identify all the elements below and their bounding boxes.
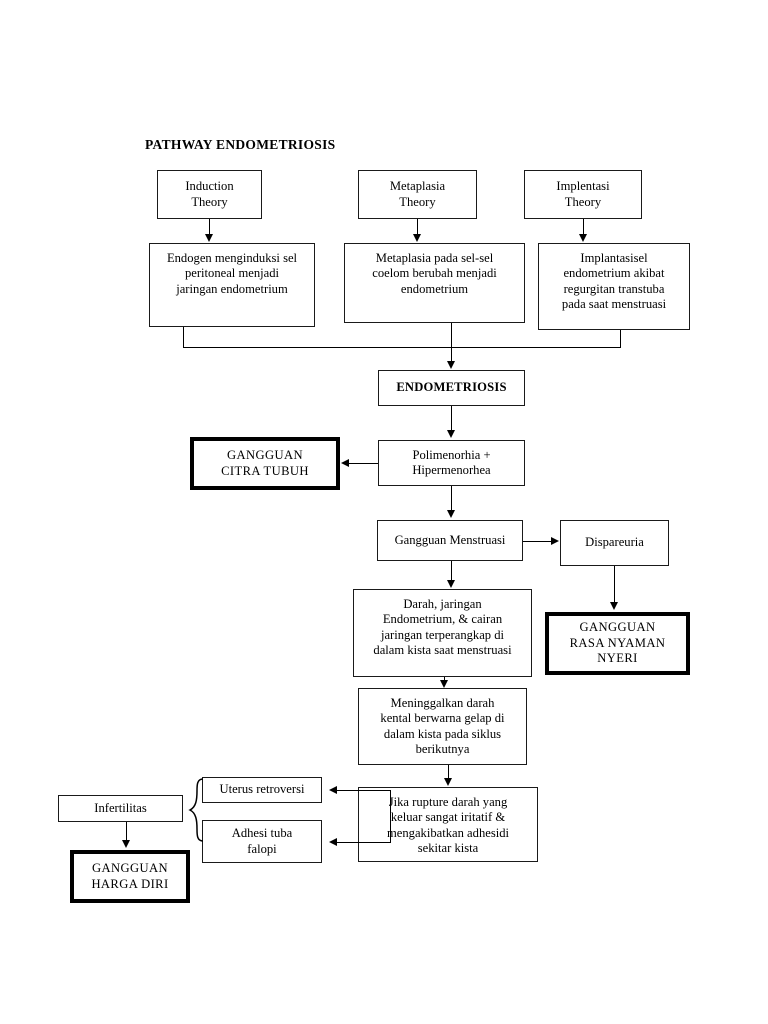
node-meninggalkan-darah: Meninggalkan darah kental berwarna gelap… (358, 688, 527, 765)
node-metaplasia-theory: Metaplasia Theory (358, 170, 477, 219)
node-endometriosis-label: ENDOMETRIOSIS (396, 380, 507, 395)
node-dispareuria: Dispareuria (560, 520, 669, 566)
node-gangguan-rasa-nyaman-nyeri: GANGGUAN RASA NYAMAN NYERI (545, 612, 690, 675)
node-implantasisel: Implantasisel endometrium akibat regurgi… (538, 243, 690, 330)
edge-polimenorhia-to-menstruasi (451, 486, 452, 511)
edge-darah-to-meninggalkan (444, 677, 445, 682)
edge-metaplasia-to-body (417, 219, 418, 235)
node-gangguan-citra-tubuh: GANGGUAN CITRA TUBUH (190, 437, 340, 490)
edge-endometriosis-to-polimenorhia (451, 406, 452, 431)
node-darah-jaringan: Darah, jaringan Endometrium, & cairan ja… (353, 589, 532, 677)
node-jika-rupture-label: Jika rupture darah yang keluar sangat ir… (386, 795, 510, 856)
node-jika-rupture: Jika rupture darah yang keluar sangat ir… (358, 787, 538, 862)
edge-merge-bus (183, 347, 620, 348)
curly-brace-grouping (182, 777, 204, 843)
node-implentasi-theory-label: Implentasi Theory (556, 179, 610, 209)
arrow-meninggalkan-to-rupture-head (444, 778, 452, 786)
node-endometriosis: ENDOMETRIOSIS (378, 370, 525, 406)
edge-infertilitas-to-harga-diri (126, 822, 127, 841)
edge-menstruasi-to-darah (451, 561, 452, 581)
node-infertilitas: Infertilitas (58, 795, 183, 822)
arrow-induction-to-endogen-head (205, 234, 213, 242)
edge-meninggalkan-to-rupture (448, 765, 449, 779)
arrow-to-endometriosis-head (447, 361, 455, 369)
edge-endogen-drop (183, 327, 184, 347)
node-gangguan-harga-diri: GANGGUAN HARGA DIRI (70, 850, 190, 903)
edge-implantasisel-drop (620, 330, 621, 348)
node-uterus-retroversi: Uterus retroversi (202, 777, 322, 803)
node-induction-theory-label: Induction Theory (185, 179, 234, 209)
node-gangguan-rasa-nyaman-nyeri-label: GANGGUAN RASA NYAMAN NYERI (569, 620, 666, 666)
node-dispareuria-label: Dispareuria (585, 535, 644, 550)
arrow-rupture-to-uterus-head (329, 786, 337, 794)
arrow-metaplasia-to-body-head (413, 234, 421, 242)
node-adhesi-tuba-falopi-label: Adhesi tuba falopi (231, 826, 293, 856)
edge-rupture-bracket-spine (390, 790, 391, 842)
arrow-darah-to-meninggalkan-head (440, 680, 448, 688)
arrow-endometriosis-to-polimenorhia-head (447, 430, 455, 438)
arrow-infertilitas-to-harga-diri-head (122, 840, 130, 848)
edge-polimenorhia-to-citra-tubuh (348, 463, 378, 464)
arrow-menstruasi-to-dispareuria-head (551, 537, 559, 545)
node-meninggalkan-darah-label: Meninggalkan darah kental berwarna gelap… (380, 696, 505, 757)
node-implentasi-theory: Implentasi Theory (524, 170, 642, 219)
node-endogen: Endogen menginduksi sel peritoneal menja… (149, 243, 315, 327)
edge-dispareuria-to-nyeri (614, 566, 615, 603)
page-title: PATHWAY ENDOMETRIOSIS (145, 137, 336, 152)
edge-menstruasi-to-dispareuria (523, 541, 552, 542)
edge-metaplasia-body-drop (451, 323, 452, 363)
arrow-polimenorhia-to-menstruasi-head (447, 510, 455, 518)
edge-rupture-to-uterus (336, 790, 391, 791)
arrow-dispareuria-to-nyeri-head (610, 602, 618, 610)
node-gangguan-menstruasi: Gangguan Menstruasi (377, 520, 523, 561)
node-metaplasia-body: Metaplasia pada sel-sel coelom berubah m… (344, 243, 525, 323)
node-metaplasia-body-label: Metaplasia pada sel-sel coelom berubah m… (372, 251, 497, 296)
arrow-menstruasi-to-darah-head (447, 580, 455, 588)
node-gangguan-citra-tubuh-label: GANGGUAN CITRA TUBUH (221, 448, 309, 478)
node-gangguan-harga-diri-label: GANGGUAN HARGA DIRI (91, 861, 169, 891)
node-adhesi-tuba-falopi: Adhesi tuba falopi (202, 820, 322, 863)
node-polimenorhia-label: Polimenorhia + Hipermenorhea (412, 447, 491, 477)
edge-induction-to-endogen (209, 219, 210, 235)
node-endogen-label: Endogen menginduksi sel peritoneal menja… (166, 251, 298, 296)
arrow-implentasi-to-implantasisel-head (579, 234, 587, 242)
node-metaplasia-theory-label: Metaplasia Theory (389, 179, 446, 209)
node-infertilitas-label: Infertilitas (94, 800, 147, 815)
node-polimenorhia: Polimenorhia + Hipermenorhea (378, 440, 525, 486)
node-uterus-retroversi-label: Uterus retroversi (219, 782, 305, 797)
node-induction-theory: Induction Theory (157, 170, 262, 219)
edge-implentasi-to-implantasisel (583, 219, 584, 235)
node-implantasisel-label: Implantasisel endometrium akibat regurgi… (561, 251, 667, 312)
arrow-rupture-to-adhesi-head (329, 838, 337, 846)
node-gangguan-menstruasi-label: Gangguan Menstruasi (394, 532, 506, 547)
arrow-polimenorhia-to-citra-tubuh-head (341, 459, 349, 467)
node-darah-jaringan-label: Darah, jaringan Endometrium, & cairan ja… (373, 597, 512, 658)
edge-rupture-to-adhesi (336, 842, 391, 843)
